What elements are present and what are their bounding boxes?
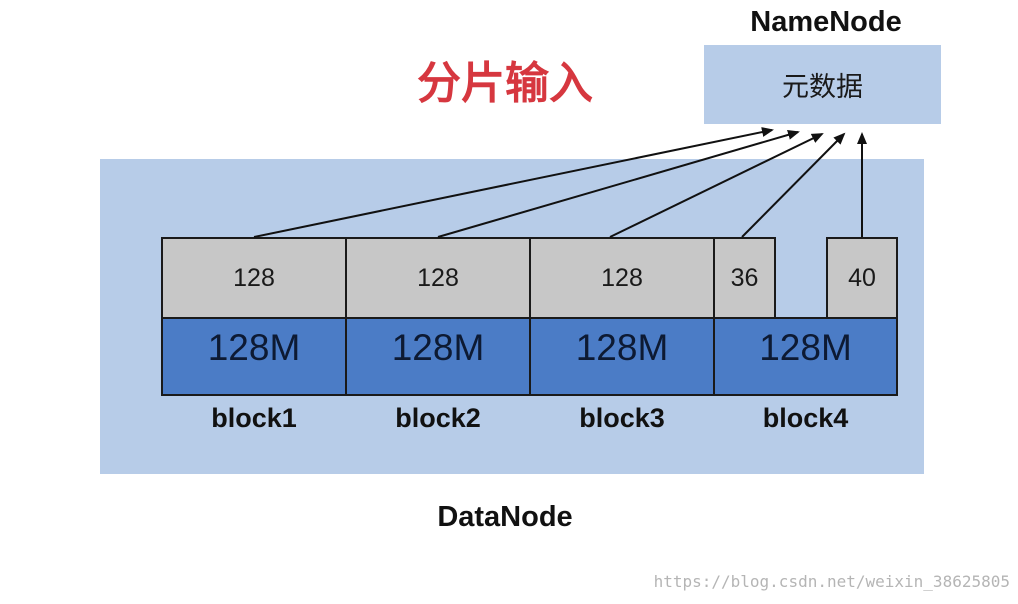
block-size: 128M	[759, 327, 852, 368]
namenode-metadata-box: 元数据	[704, 45, 941, 124]
metadata-label: 元数据	[782, 72, 863, 103]
block-size: 128M	[207, 327, 301, 368]
split-cell-3: 128	[529, 237, 715, 319]
block-label-3: block3	[579, 403, 665, 433]
split-cell-1: 128	[161, 237, 347, 319]
block-size: 128M	[391, 327, 485, 368]
block-label-1: block1	[211, 403, 297, 433]
block-cell-3: 128M	[529, 317, 715, 396]
block-label-4: block4	[762, 403, 849, 433]
split-cell-5: 40	[826, 237, 898, 319]
split-value: 128	[601, 263, 643, 292]
diagram-heading: 分片输入	[417, 58, 593, 109]
block-size: 128M	[575, 327, 669, 368]
split-cell-2: 128	[345, 237, 531, 319]
watermark: https://blog.csdn.net/weixin_38625805	[653, 572, 1010, 591]
datanode-title: DataNode	[437, 501, 573, 533]
split-value: 128	[233, 263, 275, 292]
namenode-title: NameNode	[750, 6, 902, 38]
block-label-2: block2	[395, 403, 481, 433]
split-value: 128	[417, 263, 459, 292]
block-cell-4: 128M	[713, 317, 898, 396]
split-value: 36	[730, 263, 759, 292]
block-cell-2: 128M	[345, 317, 531, 396]
split-value: 40	[848, 263, 876, 292]
block-cell-1: 128M	[161, 317, 347, 396]
split-cell-4: 36	[713, 237, 776, 319]
